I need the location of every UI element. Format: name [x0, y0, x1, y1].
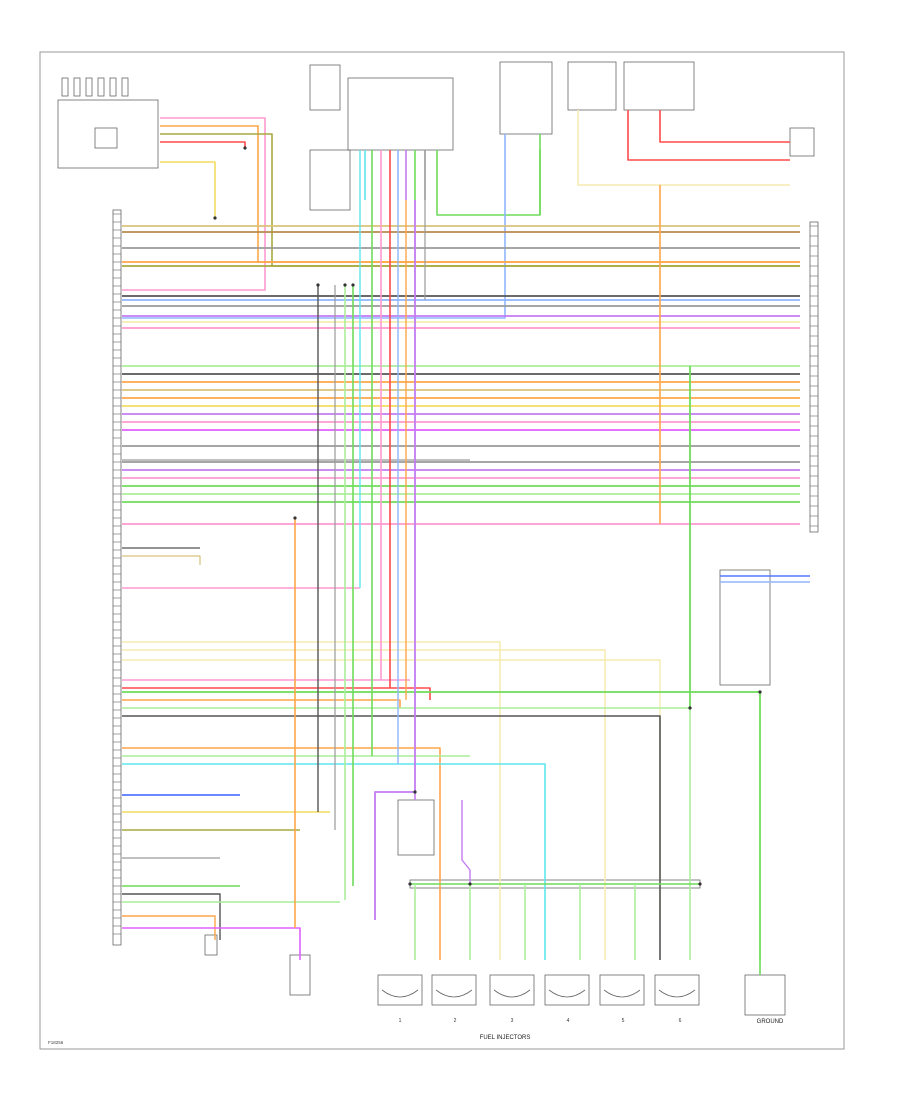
splice-dot: [351, 283, 355, 287]
wire-light-yellow: [122, 649, 606, 920]
injector-1-number: 1: [399, 1018, 402, 1024]
wire-light-yellow: [122, 641, 501, 920]
injector-4-number: 4: [567, 1018, 570, 1024]
fuel-injector-4: [544, 974, 590, 1006]
injector-coil: [603, 989, 641, 998]
throttle-position-sensor: [499, 61, 553, 135]
fuel-injector-3: [489, 974, 535, 1006]
wire-light-yellow: [577, 110, 790, 186]
wire-red: [659, 110, 790, 143]
fuel-injectors: [377, 974, 700, 1006]
injector-2-number: 2: [454, 1018, 457, 1024]
wire-red: [122, 687, 431, 700]
splice-dot: [293, 516, 297, 520]
wire-red: [627, 110, 790, 161]
ground-block: [744, 974, 786, 1016]
wire-light-yellow: [122, 659, 661, 920]
wire-green: [122, 691, 761, 960]
splice-dot: [343, 283, 347, 287]
wire-green: [436, 150, 541, 216]
injector-coil: [435, 989, 473, 998]
injector-coil: [548, 989, 586, 998]
ignition-switch: [789, 127, 815, 157]
wire-tan: [122, 555, 201, 565]
wire-dark-gray: [122, 893, 221, 940]
relay-block: [623, 61, 695, 111]
wire-pink: [122, 117, 266, 291]
knock-sensor: [397, 799, 435, 856]
fuse-block: [57, 77, 159, 169]
splice-dot: [213, 216, 217, 220]
wire-olive: [160, 133, 800, 267]
splice-dots: [213, 146, 762, 886]
splice-dot: [468, 882, 472, 886]
wire-cyan: [122, 763, 546, 920]
splice-dot: [243, 146, 247, 150]
right-connector: [809, 221, 819, 533]
splice-dot: [688, 706, 692, 710]
injector-coil: [658, 989, 696, 998]
injector-coil: [493, 989, 531, 998]
splice-dot: [316, 283, 320, 287]
wire-violet: [461, 800, 471, 884]
splice-dot: [758, 690, 762, 694]
ecm-pin-ticks: [113, 213, 818, 935]
data-link-connector: [204, 934, 218, 956]
wire-light-blue: [122, 134, 506, 319]
splice-dot: [413, 790, 417, 794]
diagram-frame: [39, 51, 845, 1050]
wire-yellow: [160, 161, 216, 218]
ground-label: GROUND: [757, 1019, 784, 1025]
engine-control-module: [112, 209, 122, 946]
map-sensor: [719, 569, 771, 686]
wire-orange: [160, 125, 800, 263]
injector-coil: [381, 989, 419, 998]
wire-orange: [122, 699, 401, 708]
wire-orange: [122, 915, 216, 940]
ground-splice: [289, 954, 311, 996]
wire-red: [160, 141, 246, 148]
wire-dark-gray: [122, 715, 661, 930]
wire-orange: [122, 747, 441, 920]
wire-harness: [122, 110, 810, 975]
crankshaft-position-sensor: [309, 64, 341, 111]
injector-5-number: 5: [622, 1018, 625, 1024]
fuel-injector-5: [599, 974, 645, 1006]
injectors-title: FUEL INJECTORS: [480, 1035, 531, 1041]
splice-dot: [698, 882, 702, 886]
power-distribution-center: [567, 61, 617, 111]
fuel-injector-6: [654, 974, 700, 1006]
transmission-control-module: [347, 77, 454, 151]
fuel-injector-2: [431, 974, 477, 1006]
fuel-injector-1: [377, 974, 423, 1006]
splice-dot: [408, 882, 412, 886]
camshaft-position-sensor: [309, 149, 351, 211]
wire-magenta: [122, 927, 301, 960]
wire-violet: [374, 200, 416, 920]
injector-3-number: 3: [511, 1018, 514, 1024]
figure-code: F18256: [48, 1040, 64, 1045]
injector-6-number: 6: [679, 1018, 682, 1024]
